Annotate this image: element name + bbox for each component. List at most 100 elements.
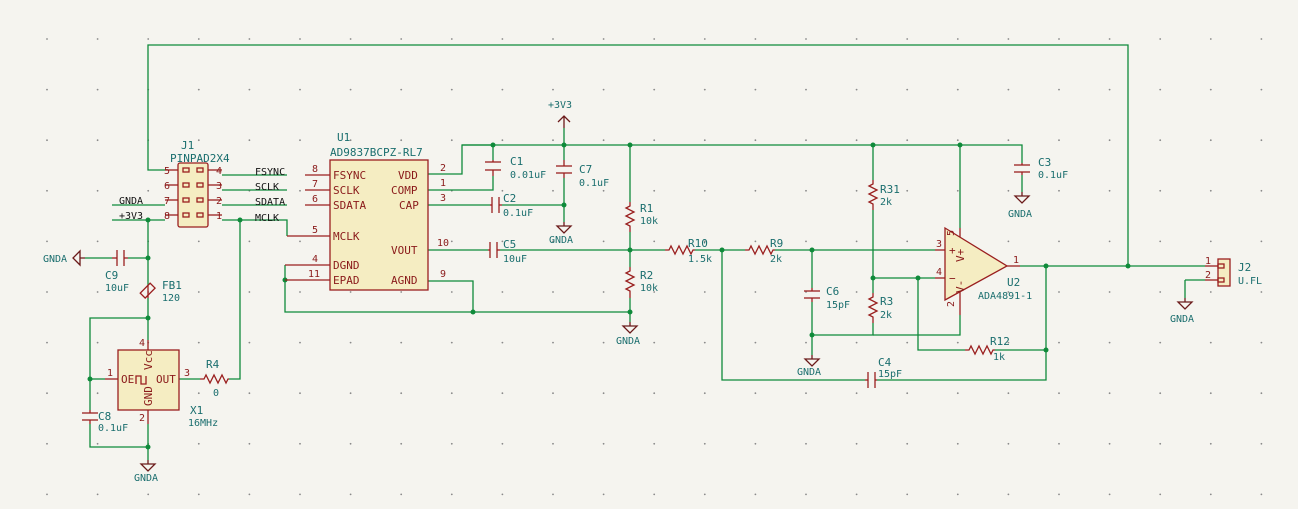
capacitor-c1[interactable]: C1 0.01uF [485,155,546,181]
x1-pin-gnd: GND [142,386,155,406]
connector-j2[interactable]: 1 2 J2 U.FL [1205,256,1262,287]
grid-dot [754,493,757,496]
grid-dot [1159,189,1162,192]
grid-dot [1007,442,1010,445]
x1-pin-oe: OE [121,373,134,386]
grid-dot [855,88,858,91]
capacitor-c2[interactable]: C2 0.1uF [490,192,533,219]
grid-dot [450,341,453,344]
grid-dot [956,341,959,344]
grid-dot [855,38,858,40]
u1-pin-mclk: MCLK [333,230,360,243]
oscillator-x1[interactable]: OE OUT Vcc GND 1 3 4 2 X1 16MHz [105,338,218,429]
grid-dot [299,442,301,445]
u1-ad9837[interactable]: U1 AD9837BCPZ-RL7 FSYNC SCLK SDATA MCLK … [285,131,449,291]
grid-dot [602,442,605,445]
r2-ref: R2 [640,269,653,282]
resistor-r31[interactable]: R31 2k [867,180,900,210]
net-fsync: FSYNC [255,167,285,178]
grid-dot [552,442,554,445]
gnda-x1: GNDA [134,460,158,484]
u2-minus-sign: − [949,272,956,285]
grid-dot [501,291,504,293]
grid-dot [1058,493,1060,496]
grid-dot [906,493,909,496]
capacitor-c6[interactable]: C6 15pF [804,285,850,311]
grid-dot [703,240,706,243]
resistor-r4[interactable]: R4 0 [200,358,229,399]
u2-ref: U2 [1007,276,1020,289]
grid-dot [855,392,858,395]
r10-value: 1.5k [688,254,712,265]
u1-num-vdd: 2 [440,163,446,174]
grid-dot [653,291,656,293]
grid-dot [147,493,150,496]
grid-dot [552,392,554,395]
grid-dot [653,442,656,445]
resistor-r10[interactable]: R10 1.5k [665,237,712,265]
grid-dot [1260,493,1263,496]
grid-dot [450,442,453,445]
c9-ref: C9 [105,269,118,282]
resistor-r1[interactable]: R1 10k [624,202,658,232]
grid-dot [602,341,605,344]
grid-dot [501,442,504,445]
junctions [87,142,1131,450]
net-sdata: SDATA [255,197,285,208]
j1-pinpad[interactable]: J1 PINPAD2X4 5 6 7 8 4 3 2 1 [164,139,230,228]
c4-value: 15pF [878,369,902,380]
grid-dot [1209,88,1212,91]
grid-dot [1108,139,1111,142]
capacitor-c7[interactable]: C7 0.1uF [556,160,609,189]
u2-value: ADA4891-1 [978,291,1032,302]
grid-dot [46,291,48,293]
capacitor-c8[interactable]: C8 0.1uF [82,410,128,434]
x1-num-4: 4 [139,338,145,349]
grid-dot [501,38,504,40]
u2-plus-sign: + [949,244,956,257]
grid-dot [1159,392,1162,395]
grid-dot [703,88,706,91]
r10-ref: R10 [688,237,708,250]
u2-num-2: 2 [946,301,957,307]
gnda-j2: GNDA [1170,298,1194,325]
resistor-r3[interactable]: R3 2k [867,293,893,323]
opamp-u2[interactable]: + − V+ V- 3 4 1 5 2 U2 ADA4891-1 [935,226,1032,315]
capacitor-c4[interactable]: C4 15pF [865,356,902,388]
capacitor-c5[interactable]: C5 10uF [488,238,527,265]
grid-dot [46,189,48,192]
u1-num-mclk: 5 [312,225,318,236]
resistor-r2[interactable]: R2 10k [624,267,658,298]
grid-dot [653,392,656,395]
resistor-r12[interactable]: R12 1k [965,335,1010,363]
grid-dot [299,38,301,40]
grid-dot [805,38,807,40]
grid-dot [1108,291,1111,293]
grid-dot [602,291,605,293]
grid-dot [1159,493,1162,496]
grid-dot [906,189,909,192]
u2-num-5: 5 [946,230,957,236]
u1-pin-fsync: FSYNC [333,169,366,182]
grid-dot [299,392,301,395]
grid-dot [299,88,301,91]
capacitor-c9[interactable]: C9 10uF [105,250,129,294]
grid-dot [349,139,352,142]
x1-ref: X1 [190,404,203,417]
j1-pin-r2: 3 [216,181,222,192]
r2-value: 10k [640,283,658,294]
grid-dot [754,189,757,192]
c1-ref: C1 [510,155,523,168]
grid-dot [248,139,251,142]
u1-pin-sclk: SCLK [333,184,360,197]
ferrite-bead-fb1[interactable]: FB1 120 [139,279,182,304]
resistor-r9[interactable]: R9 2k [745,237,783,265]
c4-ref: C4 [878,356,892,369]
grid-dot [1058,189,1060,192]
grid-dot [754,38,757,40]
u1-pin-vdd: VDD [398,169,418,182]
capacitor-c3[interactable]: C3 0.1uF [1014,156,1068,181]
grid-dot [1159,240,1162,243]
grid-dot [653,493,656,496]
grid-dot [855,240,858,243]
